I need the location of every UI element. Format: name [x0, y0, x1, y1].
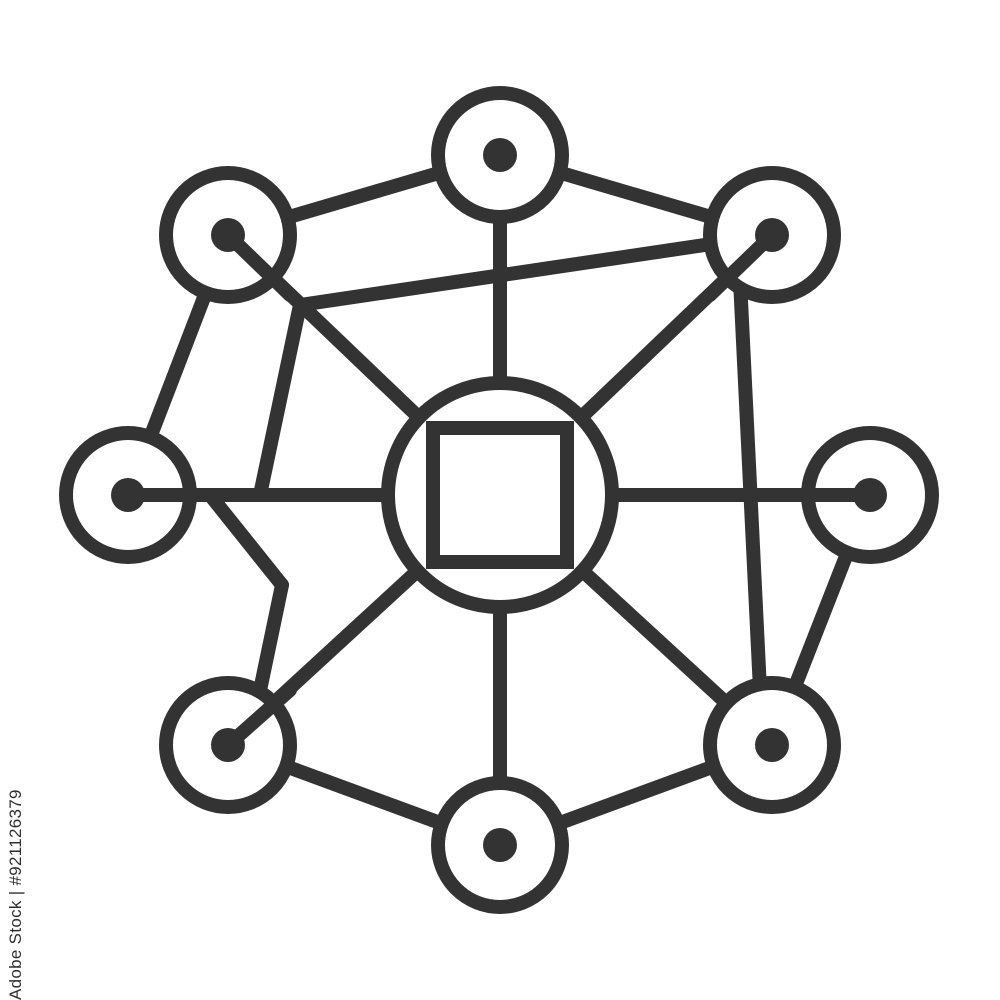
node-spoke: [703, 228, 779, 302]
connector-line: [253, 298, 307, 502]
node-dot: [755, 728, 789, 762]
connector-line: [251, 578, 289, 707]
hub-square: [426, 421, 574, 569]
stock-id-label: Adobe Stock | #921126379: [6, 789, 25, 1000]
node-bottom-right: [703, 676, 841, 814]
node-dot: [483, 828, 517, 862]
node-spoke: [221, 228, 297, 302]
connector-line: [203, 488, 289, 592]
node-bottom: [431, 776, 569, 914]
connector-line: [293, 228, 779, 312]
connector-line: [733, 273, 767, 697]
node-dot: [483, 138, 517, 172]
node-top: [431, 86, 569, 224]
node-spoke: [221, 683, 297, 752]
